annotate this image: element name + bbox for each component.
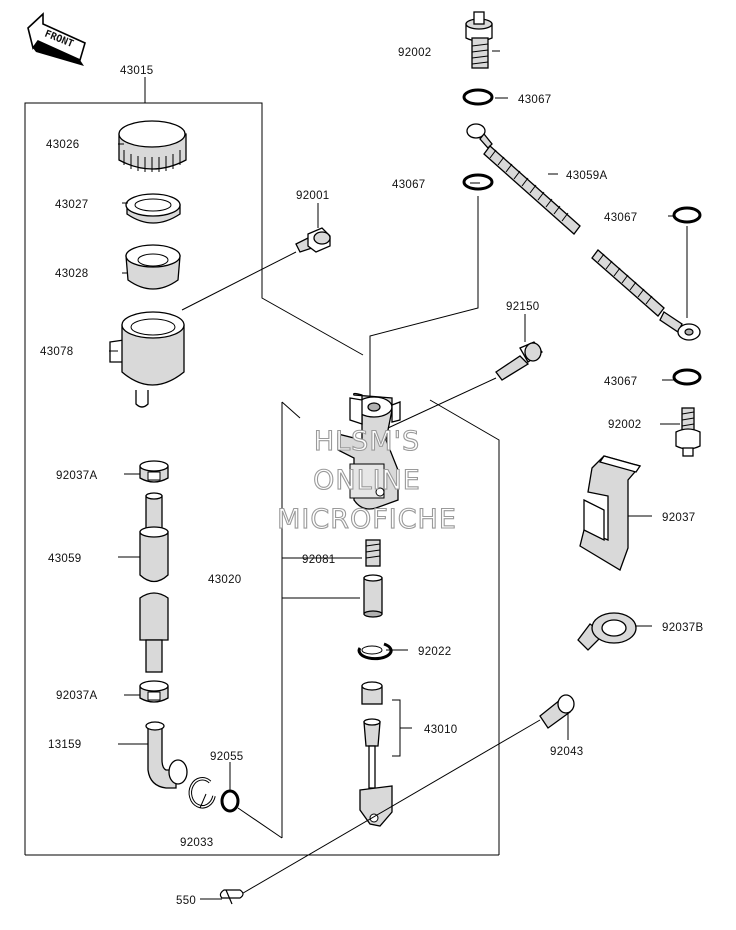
cylinder-spring <box>365 539 381 567</box>
label-43020: 43020 <box>208 574 241 586</box>
label-43028: 43028 <box>55 268 88 280</box>
hose-clamp-top <box>139 460 169 483</box>
hose-elbow-fitting <box>145 721 188 789</box>
reservoir-assembly-frame <box>24 77 500 856</box>
label-92081: 92081 <box>302 554 335 566</box>
watermark-line-1: HLSM'S <box>314 426 420 457</box>
banjo-bolt-top <box>465 11 493 69</box>
label-550: 550 <box>176 895 196 907</box>
label-43059A: 43059A <box>566 170 607 182</box>
hose-clamp-bottom <box>139 680 169 703</box>
copper-washer-c <box>672 206 702 224</box>
label-92055: 92055 <box>210 751 243 763</box>
label-92037: 92037 <box>662 512 695 524</box>
copper-washer-a <box>462 88 494 106</box>
label-92037B: 92037B <box>662 622 703 634</box>
reservoir-cap <box>118 120 187 172</box>
label-43078: 43078 <box>40 346 73 358</box>
reservoir-bolt <box>295 227 331 253</box>
o-ring <box>220 789 240 813</box>
reservoir-plate <box>125 193 181 224</box>
copper-washer-b <box>462 173 494 191</box>
label-92037A-top: 92037A <box>56 470 97 482</box>
leader-lines <box>109 50 680 900</box>
label-92002-bottom: 92002 <box>608 419 641 431</box>
reservoir-tank <box>109 311 185 408</box>
watermark-line-2: ONLINE <box>313 465 421 496</box>
label-43059: 43059 <box>48 553 81 565</box>
watermark-line-3: MICROFICHE <box>277 504 457 535</box>
brake-hose <box>466 123 701 341</box>
hose-guide-bracket <box>579 455 642 571</box>
label-92002-top: 92002 <box>398 47 431 59</box>
front-arrow-icon: FRONT <box>27 12 86 66</box>
watermark: HLSM'S ONLINE MICROFICHE <box>277 425 457 535</box>
piston-assembly <box>363 574 383 618</box>
label-92001: 92001 <box>296 190 329 202</box>
label-92022: 92022 <box>418 646 451 658</box>
circlip <box>188 777 216 809</box>
label-43026: 43026 <box>46 139 79 151</box>
label-92037A-bottom: 92037A <box>56 690 97 702</box>
label-43015: 43015 <box>120 65 153 77</box>
label-43067-d: 43067 <box>604 376 637 388</box>
label-43027: 43027 <box>55 199 88 211</box>
hose-guide-ring <box>577 612 637 651</box>
label-13159: 13159 <box>48 739 81 751</box>
label-92043: 92043 <box>550 746 583 758</box>
master-cylinder-body <box>337 392 401 510</box>
cotter-pin <box>219 889 244 905</box>
reservoir-hose <box>139 492 169 673</box>
mounting-bolt <box>495 341 543 381</box>
banjo-bolt-bottom <box>675 407 701 457</box>
reservoir-diaphragm <box>125 244 181 290</box>
copper-washer-d <box>672 368 702 386</box>
label-43010: 43010 <box>424 724 457 736</box>
label-92150: 92150 <box>506 301 539 313</box>
part-labels: 43015 43026 43027 43028 43078 92037A 430… <box>40 47 703 907</box>
label-43067-b: 43067 <box>392 179 425 191</box>
push-rod-assembly <box>359 681 393 827</box>
clevis-pin <box>539 694 575 729</box>
piston-circlip <box>357 642 393 661</box>
label-43067-c: 43067 <box>604 212 637 224</box>
label-92033: 92033 <box>180 837 213 849</box>
label-43067-a: 43067 <box>518 94 551 106</box>
